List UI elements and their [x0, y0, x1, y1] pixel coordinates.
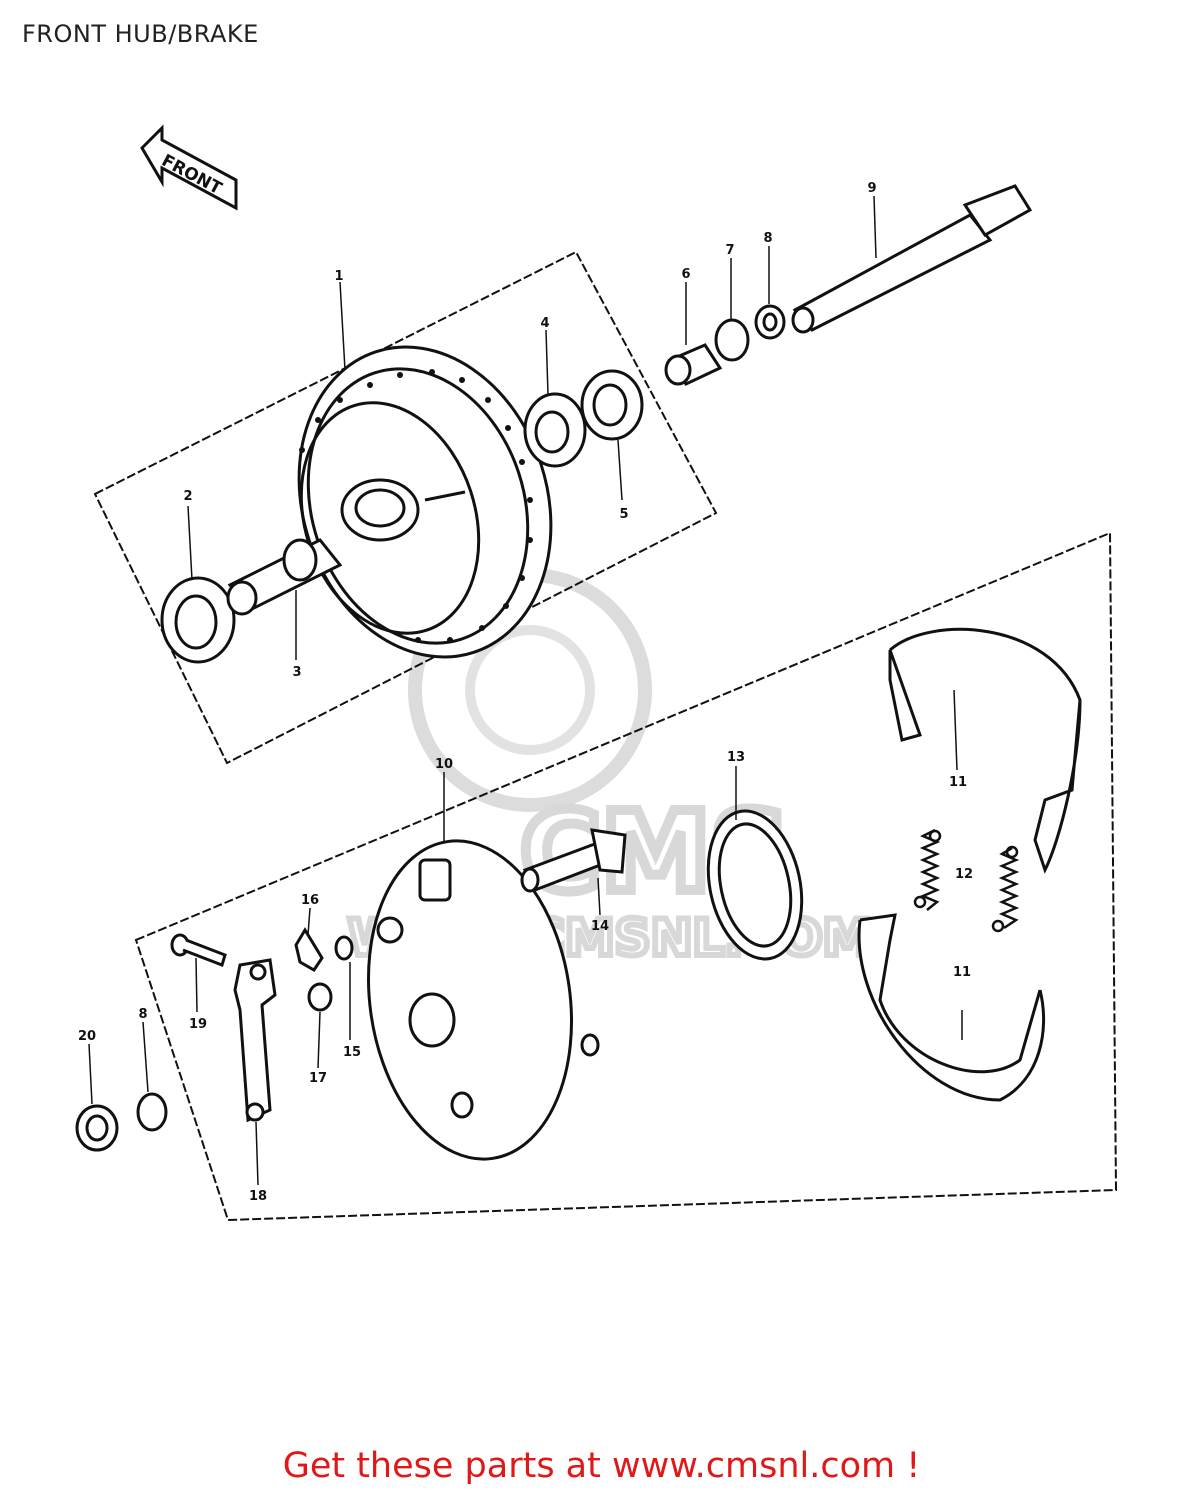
- washer-part-8-upper: [754, 304, 786, 340]
- callout-5: 5: [619, 507, 628, 522]
- washer-part-8-lower: [136, 1092, 168, 1132]
- callout-17: 17: [309, 1071, 327, 1086]
- page-title: FRONT HUB/BRAKE: [22, 20, 259, 48]
- callout-18: 18: [249, 1189, 267, 1204]
- brake-panel-part-10: [367, 839, 600, 1161]
- bolt-part-19: [170, 933, 227, 967]
- washer-part-7: [714, 318, 750, 362]
- callout-16: 16: [301, 893, 319, 908]
- brake-group-frame: [134, 531, 1118, 1222]
- callout-12: 12: [955, 867, 973, 882]
- callout-20: 20: [78, 1029, 96, 1044]
- nut-part-20: [75, 1104, 119, 1152]
- camshaft-part-14: [520, 828, 627, 893]
- callout-11-upper: 11: [949, 775, 967, 790]
- callout-19: 19: [189, 1017, 207, 1032]
- hub-part-1: [297, 345, 553, 659]
- washer-part-15: [334, 935, 354, 961]
- callout-7: 7: [725, 243, 734, 258]
- cta-banner: Get these parts at www.cmsnl.com !: [0, 1446, 1203, 1486]
- bearing-part-4: [523, 392, 587, 468]
- spring-part-12: [913, 828, 1020, 933]
- callout-8-lower: 8: [138, 1007, 147, 1022]
- callout-15: 15: [343, 1045, 361, 1060]
- axle-part-9: [791, 184, 1033, 334]
- callout-13: 13: [727, 750, 745, 765]
- parts-diagram: CMS WWW.CMSNL.COM FRONT: [75, 124, 1118, 1222]
- brake-shoe-part-11-upper: [888, 627, 1082, 874]
- front-arrow: FRONT: [140, 124, 238, 211]
- callout-1: 1: [334, 269, 343, 284]
- collar-part-6: [664, 343, 723, 386]
- callout-4: 4: [540, 316, 549, 331]
- callout-14: 14: [591, 919, 609, 934]
- bearing-part-2: [160, 576, 236, 664]
- callout-9: 9: [867, 181, 876, 196]
- spacer-part-3: [226, 538, 343, 616]
- callout-6: 6: [681, 267, 690, 282]
- brake-lever-part-18: [233, 958, 277, 1123]
- leader-lines: [88, 195, 963, 1186]
- hub-group-frame: [93, 250, 718, 765]
- callout-8-upper: 8: [763, 231, 772, 246]
- callout-10: 10: [435, 757, 453, 772]
- seal-part-13: [706, 809, 804, 961]
- nut-part-17: [307, 982, 333, 1012]
- callout-2: 2: [183, 489, 192, 504]
- brake-shoe-part-11-lower: [857, 913, 1046, 1102]
- callout-11-lower: 11: [953, 965, 971, 980]
- callout-3: 3: [292, 665, 301, 680]
- seal-part-5: [580, 369, 644, 441]
- indicator-part-16: [294, 927, 324, 972]
- cta-link[interactable]: Get these parts at www.cmsnl.com !: [282, 1446, 921, 1486]
